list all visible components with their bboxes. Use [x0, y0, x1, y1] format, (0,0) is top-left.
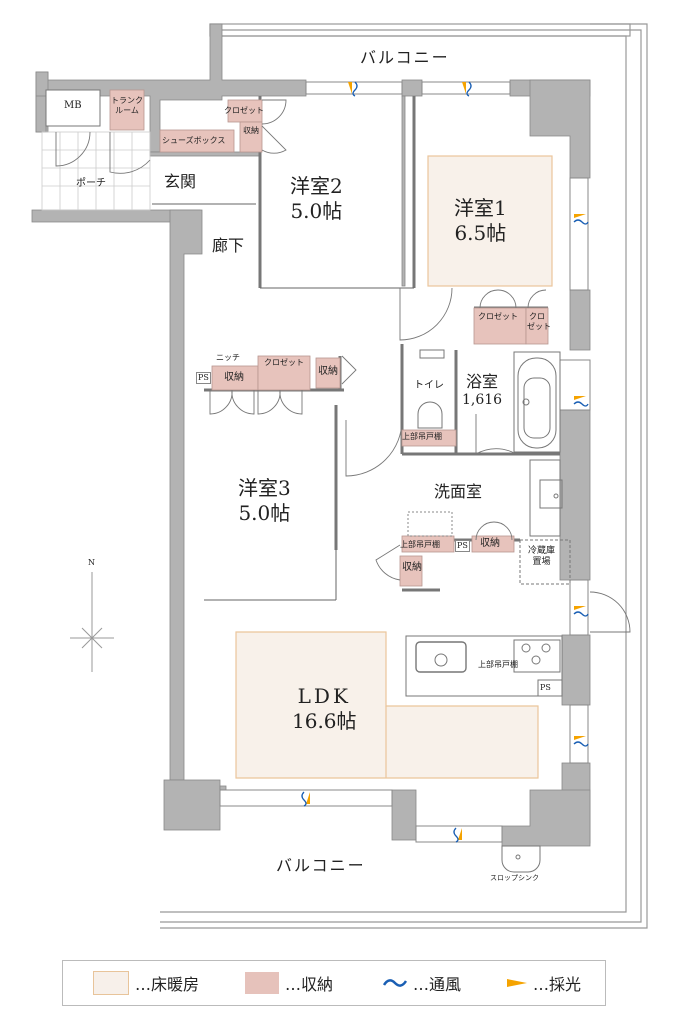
ps-kitchen-label: PS: [540, 683, 551, 692]
legend-label: …通風: [413, 975, 462, 994]
slop-sink-icon: [501, 845, 541, 873]
storage-wash-label: 収納: [480, 538, 500, 549]
room-name: 洋室3: [238, 476, 291, 500]
porch-tiles: [41, 131, 151, 211]
storage-hall-label: 収納: [318, 366, 338, 377]
bathroom-size-label: 1,616: [462, 392, 503, 408]
closet-room1-b-label: クロゼット: [527, 312, 551, 332]
floor-heating-swatch-icon: [93, 971, 129, 995]
storage-room3-label: 収納: [224, 372, 244, 383]
porch-label: ポーチ: [76, 178, 106, 189]
storage-swatch-icon: [245, 972, 279, 994]
closet-b-line2: ゼット: [527, 322, 551, 331]
room-name: 洋室2: [290, 174, 343, 198]
niche-label: ニッチ: [216, 353, 240, 362]
upper-cabinet-wash-label: 上部吊戸棚: [400, 540, 440, 549]
storage-entrance-label: 収納: [243, 126, 259, 135]
storage-areas: [109, 89, 549, 587]
trunk-room-line1: トランク: [111, 96, 143, 105]
trunk-room-line2: ルーム: [115, 106, 139, 115]
fridge-space: [519, 539, 571, 585]
legend-storage: …収納: [245, 961, 333, 1005]
room-name: LDK: [297, 684, 351, 708]
washroom-label: 洗面室: [434, 482, 483, 501]
room-size: 5.0帖: [238, 501, 291, 525]
washing-machine-area: [407, 511, 453, 537]
legend: …床暖房 …収納 …通風 …採光: [62, 960, 606, 1006]
closet-b-line1: クロ: [529, 312, 545, 321]
room-size: 6.5帖: [454, 221, 507, 245]
compass-icon: [70, 572, 114, 672]
windows: [219, 81, 591, 843]
toilet-label: トイレ: [414, 380, 444, 391]
legend-ventilation: …通風: [383, 961, 461, 1005]
kitchen-counter: [405, 635, 563, 697]
ps-wash-label: PS: [455, 540, 470, 552]
wash-basin-icon: [529, 459, 563, 537]
upper-cabinet-kitchen-label: 上部吊戸棚: [478, 660, 518, 669]
slop-sink-label: スロップシンク: [490, 874, 539, 882]
floor-heating-areas: [235, 155, 553, 779]
legend-label: …床暖房: [135, 975, 200, 994]
legend-label: …収納: [285, 975, 334, 994]
hallway-label: 廊下: [212, 236, 245, 255]
toilet-icon: [417, 349, 445, 429]
walls: [31, 23, 591, 847]
compass-north-label: N: [88, 558, 95, 567]
door-swings: [55, 99, 631, 633]
fridge-line2: 置場: [532, 557, 551, 568]
closet-entrance-label: クロゼット: [224, 106, 264, 115]
upper-cabinet-toilet-label: 上部吊戸棚: [402, 432, 442, 441]
legend-floor-heating: …床暖房: [93, 961, 199, 1005]
legend-label: …採光: [533, 975, 582, 994]
balcony-top-label: バルコニー: [360, 48, 450, 67]
mb-box: [45, 89, 101, 127]
entrance-label: 玄関: [164, 172, 197, 191]
daylight-ventilation-markers: [301, 81, 589, 843]
room-name: 洋室1: [454, 196, 507, 220]
interior-thin-lines: [152, 203, 414, 601]
room-size: 5.0帖: [290, 199, 343, 223]
daylight-arrow-icon: [507, 979, 527, 987]
storage-wash-lower-label: 収納: [402, 562, 422, 573]
closet-room1-label: クロゼット: [478, 312, 518, 321]
ventilation-wave-icon: [383, 979, 407, 987]
trunk-room-label: トランクルーム: [110, 96, 144, 116]
closet-room3-label: クロゼット: [264, 358, 304, 367]
ps-left-label: PS: [196, 372, 211, 384]
mb-label: MB: [64, 100, 82, 111]
balcony-railings: [160, 23, 648, 929]
fridge-line1: 冷蔵庫: [528, 546, 556, 556]
shoe-box-label: シューズボックス: [162, 136, 226, 145]
balcony-bottom-label: バルコニー: [276, 856, 366, 875]
legend-daylight: …採光: [507, 961, 581, 1005]
bathroom-label: 浴室: [466, 372, 499, 391]
room-size: 16.6帖: [292, 709, 357, 733]
fridge-space-label: 冷蔵庫置場: [528, 546, 555, 569]
bathtub-icon: [513, 351, 561, 453]
